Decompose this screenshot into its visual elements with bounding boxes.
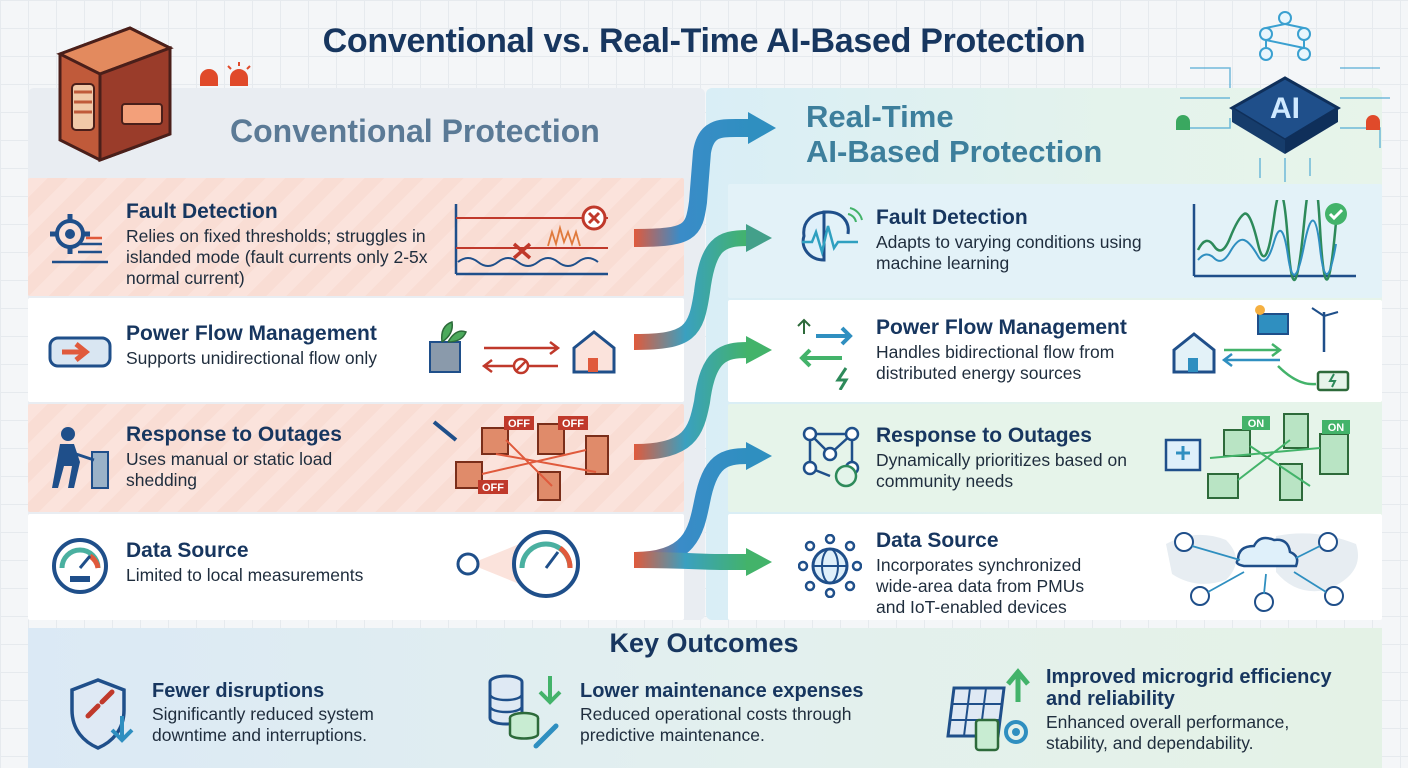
- off-label-2: OFF: [562, 418, 584, 430]
- conventional-fault-desc: Relies on fixed thresholds; struggles in…: [126, 226, 428, 288]
- outcome-2-title: Lower maintenance expenses: [580, 680, 864, 702]
- outcome-1-title: Fewer disruptions: [152, 680, 325, 702]
- wide-area-data-icon: [1166, 532, 1358, 612]
- worker-icon: [52, 427, 109, 489]
- ai-row-fault: [728, 184, 1382, 298]
- on-label-2: ON: [1328, 422, 1345, 434]
- off-label-3: OFF: [482, 482, 504, 494]
- outcome-3-desc: Enhanced overall performance, stability,…: [1046, 712, 1290, 753]
- database-icon: [488, 674, 562, 749]
- gauge-icon: [52, 538, 108, 594]
- ai-chip-icon: AI: [1176, 11, 1390, 182]
- shield-icon: [70, 678, 134, 750]
- outcome-3-title: Improved microgrid efficiency and reliab…: [1046, 666, 1332, 710]
- page-title: Conventional vs. Real-Time AI-Based Prot…: [322, 22, 1086, 60]
- network-icon: [802, 426, 860, 488]
- load-shedding-icon: OFF OFF OFF: [432, 416, 609, 501]
- globe-network-icon: [798, 534, 862, 598]
- ai-data-title: Data Source: [876, 529, 999, 552]
- conventional-outages-title: Response to Outages: [126, 423, 342, 446]
- conventional-data-title: Data Source: [126, 539, 249, 562]
- ai-fault-desc: Adapts to varying conditions using machi…: [876, 232, 1142, 273]
- breaker-icon: [56, 26, 174, 163]
- solar-efficiency-icon: [946, 668, 1030, 752]
- ai-fault-title: Fault Detection: [876, 206, 1028, 229]
- brain-icon: [801, 207, 863, 262]
- outcome-1-desc: Significantly reduced system downtime an…: [152, 704, 374, 745]
- fault-waveform-icon: [454, 204, 608, 276]
- ai-waveform-icon: [1192, 200, 1356, 281]
- conventional-data-desc: Limited to local measurements: [126, 565, 364, 585]
- conventional-flow-title: Power Flow Management: [126, 322, 377, 345]
- unidirectional-flow-icon: [429, 321, 616, 375]
- outcomes-heading: Key Outcomes: [609, 628, 799, 658]
- alarm-icon: [200, 62, 251, 86]
- ai-heading-line1: Real-Time: [806, 99, 954, 134]
- outcomes-band: [28, 628, 1382, 768]
- outcome-2-desc: Reduced operational costs through predic…: [580, 704, 852, 745]
- ai-outages-title: Response to Outages: [876, 424, 1092, 447]
- on-label-1: ON: [1248, 418, 1265, 430]
- ai-row-outages: [728, 404, 1382, 512]
- conventional-outages-desc: Uses manual or static load shedding: [126, 449, 333, 490]
- ai-outages-desc: Dynamically prioritizes based on communi…: [876, 450, 1127, 491]
- ai-chip-label: AI: [1270, 92, 1300, 125]
- ai-data-desc: Incorporates synchronized wide-area data…: [876, 555, 1085, 617]
- ai-heading-line2: AI-Based Protection: [806, 134, 1103, 170]
- conventional-flow-desc: Supports unidirectional flow only: [126, 348, 377, 368]
- pipe-arrow-icon: [48, 336, 112, 368]
- conventional-heading: Conventional Protection: [230, 113, 600, 149]
- ai-heading: Real-Time AI-Based Protection: [806, 99, 1102, 170]
- transition-arrows: [633, 112, 776, 576]
- bidirectional-arrows-icon: [797, 318, 853, 390]
- off-label-1: OFF: [508, 418, 530, 430]
- local-gauge-icon: [456, 530, 580, 598]
- community-priority-icon: ON ON: [1164, 413, 1350, 501]
- bidirectional-flow-icon: [1172, 305, 1350, 392]
- conventional-fault-title: Fault Detection: [126, 200, 278, 223]
- ai-flow-desc: Handles bidirectional flow from distribu…: [876, 342, 1115, 383]
- gear-icon: [50, 214, 108, 264]
- ai-flow-title: Power Flow Management: [876, 316, 1127, 339]
